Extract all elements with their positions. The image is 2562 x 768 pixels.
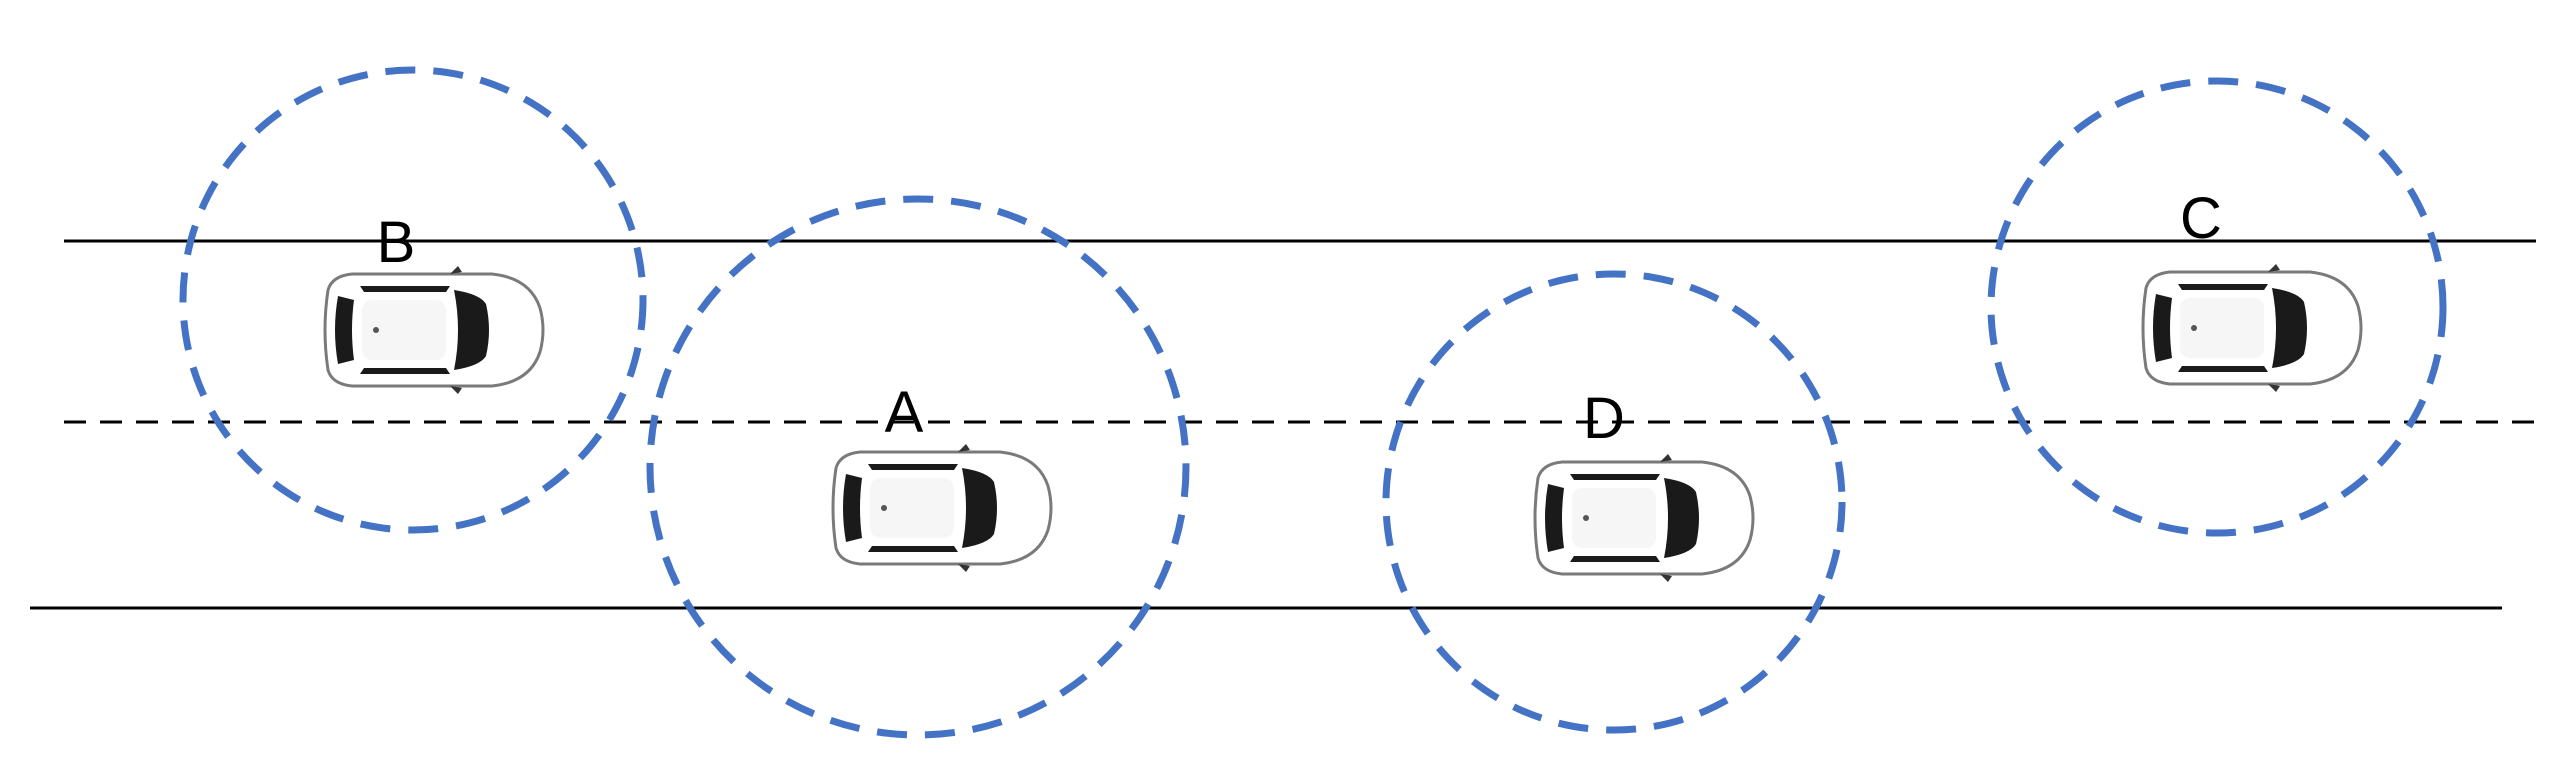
- vehicle-d-car-icon: [1533, 452, 1755, 584]
- vehicle-a-label: A: [885, 380, 924, 445]
- vehicle-d-range-circle: [1382, 270, 1846, 734]
- vehicle-a: A: [646, 195, 1190, 739]
- vehicle-b-range-circle: [179, 66, 647, 534]
- vehicle-b-label: B: [377, 210, 416, 275]
- vehicle-d: D: [1382, 270, 1846, 734]
- vehicle-c-range-circle: [1987, 77, 2447, 537]
- vehicle-b: B: [179, 66, 647, 534]
- vehicle-b-car-icon: [323, 264, 545, 396]
- vehicle-c-label: C: [2180, 186, 2222, 251]
- vehicle-c-car-icon: [2141, 262, 2363, 394]
- vehicle-a-range-circle: [646, 195, 1190, 739]
- vehicle-a-car-icon: [831, 442, 1053, 574]
- vehicle-d-label: D: [1583, 386, 1625, 451]
- vehicle-c: C: [1987, 77, 2447, 537]
